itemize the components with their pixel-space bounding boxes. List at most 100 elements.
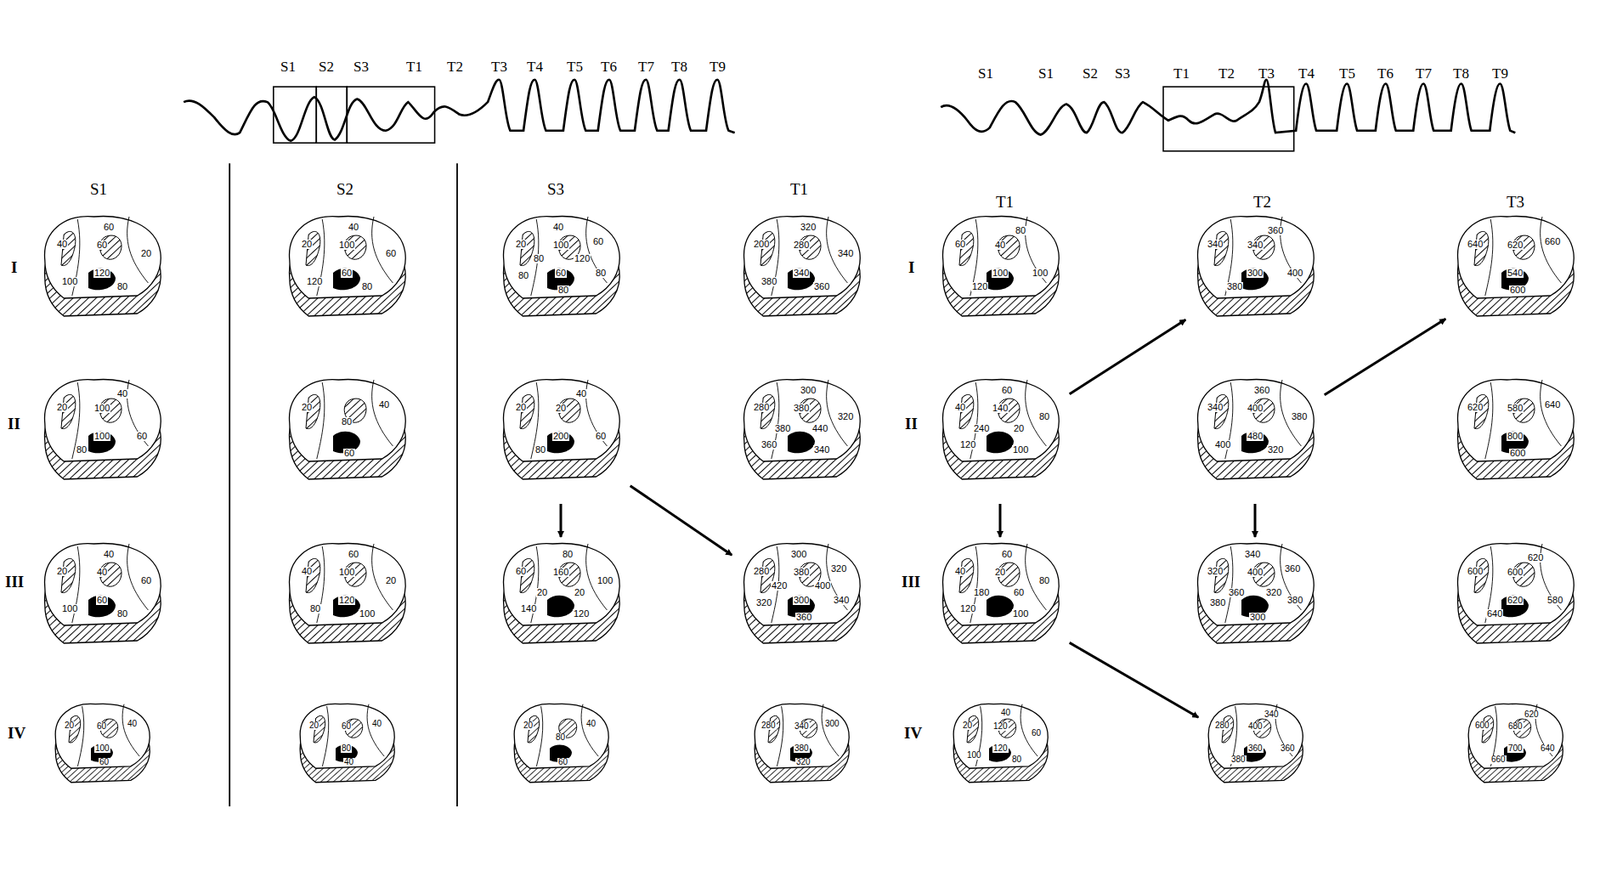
isochrone-time: 620 [1526,553,1544,563]
level-label: IV [7,724,26,741]
isochrone-time: 40 [954,566,967,577]
isochrone-time: 40 [126,719,138,729]
beat-label: S2 [318,59,334,74]
isochrone-time: 40 [116,389,129,399]
isochrone-time: 100 [93,431,111,441]
beat-label: T5 [1339,66,1356,81]
level-label: III [901,573,921,590]
isochrone-time: 20 [522,721,534,730]
isochrone-time: 340 [1243,549,1261,560]
isochrone-time: 380 [1286,595,1304,605]
isochrone-time: 80 [561,549,574,560]
isochrone-time: 620 [1506,595,1524,605]
isochrone-time: 640 [1466,239,1484,249]
beat-label: T4 [1298,66,1315,81]
level-label: I [11,259,17,276]
heart-section [492,538,629,667]
heart-slice: 340360380320400400480 [1187,374,1323,503]
isochrone-time: 360 [813,282,831,292]
isochrone-time: 100 [1012,445,1029,455]
column-header: T1 [790,180,809,198]
isochrone-time: 60 [98,757,110,767]
isochrone-time: 300 [824,719,841,729]
isochrone-time: 640 [1539,744,1556,753]
isochrone-time: 320 [1265,587,1283,598]
column-header: S3 [547,180,565,198]
isochrone-time: 60 [1000,385,1013,396]
isochrone-time: 480 [1246,431,1264,441]
isochrone-time: 60 [554,268,567,278]
level-label: II [904,415,918,432]
isochrone-time: 340 [836,248,854,259]
isochrone-time: 360 [795,612,813,622]
isochrone-time: 40 [300,566,313,577]
isochrone-time: 40 [102,549,115,560]
isochrone-time: 20 [300,239,313,249]
isochrone-time: 400 [1247,722,1264,731]
isochrone-time: 120 [338,595,356,605]
isochrone-time: 300 [1246,268,1264,278]
beat-box [273,86,317,143]
isochrone-time: 20 [554,403,567,413]
isochrone-time: 120 [305,277,323,287]
column-header: T1 [995,193,1014,210]
heart-slice: 204060801004060 [33,538,170,667]
isochrone-time: 600 [1509,285,1527,295]
isochrone-time: 400 [814,581,832,591]
isochrone-time: 140 [520,604,538,614]
beat-label: S1 [280,59,296,74]
isochrone-time: 660 [1490,755,1507,764]
isochrone-time: 340 [793,722,810,731]
isochrone-time: 160 [552,567,570,577]
column-header: T2 [1253,193,1272,210]
activation-arrow [1254,503,1257,538]
isochrone-time: 540 [1506,268,1524,278]
beat-label: T9 [1492,66,1509,81]
column-header: T3 [1506,193,1525,210]
isochrone-time: 320 [836,412,854,422]
isochrone-time: 60 [1030,729,1042,738]
isochrone-time: 380 [792,567,810,577]
beat-label: T3 [491,59,508,74]
heart-slice: 280300320340380 [746,700,857,801]
isochrone-time: 120 [959,440,977,450]
heart-slice: 200320340360380280340 [733,211,870,340]
isochrone-time: 40 [1000,708,1012,718]
isochrone-time: 80 [594,268,607,278]
isochrone-time: 60 [135,431,148,441]
heart-slice: 600620640660680700 [1459,700,1571,801]
isochrone-time: 20 [536,587,549,598]
isochrone-time: 300 [1249,612,1267,622]
isochrone-time: 120 [971,282,989,292]
isochrone-time: 100 [338,240,356,250]
isochrone-time: 340 [813,445,831,455]
isochrone-time: 300 [790,549,808,560]
isochrone-time: 580 [1546,595,1564,605]
isochrone-time: 60 [96,240,108,250]
isochrone-time: 20 [1012,424,1025,434]
heart-slice: 280300320340360320380400300420 [733,538,870,667]
isochrone-time: 60 [340,722,352,731]
heart-slice: 40608010012014020240 [932,374,1069,503]
isochrone-time: 40 [575,389,588,399]
beat-label: T9 [709,59,726,74]
isochrone-time: 120 [572,609,590,619]
heart-slice: 340360400380340300 [1187,211,1323,340]
isochrone-time: 580 [1506,403,1524,413]
activation-arrow [559,503,563,538]
isochrone-time: 320 [755,598,773,608]
beat-label: S3 [1114,66,1131,81]
heart-slice: 600620580640600620 [1447,538,1584,667]
isochrone-time: 80 [554,733,566,742]
isochrone-time: 20 [514,402,527,413]
isochrone-time: 40 [371,719,383,729]
isochrone-time: 340 [792,268,810,278]
beat-label: S1 [978,66,994,81]
isochrone-time: 360 [1279,744,1296,753]
heart-section [505,700,617,801]
heart-slice: 280340360380400360 [1199,700,1311,801]
heart-slice: 620640600580800 [1447,374,1584,503]
isochrone-time: 680 [1507,722,1524,731]
isochrone-time: 600 [1506,567,1524,577]
heart-slice: 40602010080100120 [278,538,415,667]
